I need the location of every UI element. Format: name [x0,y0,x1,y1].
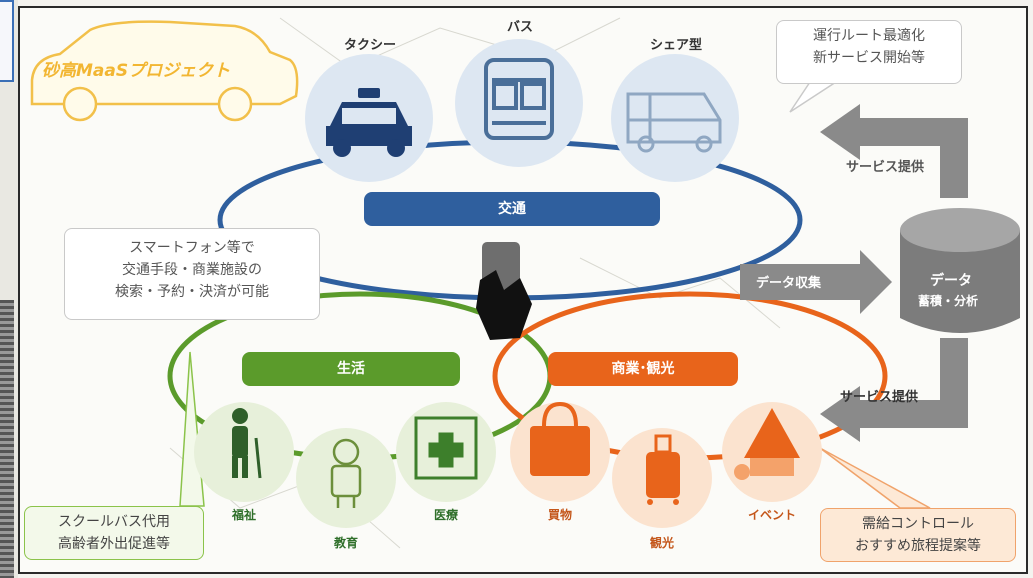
hand-icon [476,270,532,340]
right-note-line: 需給コントロール [862,516,974,532]
event-label: イベント [747,508,796,522]
medical-label: 医療 [433,508,458,522]
database-title: データ [930,273,972,289]
right-note-line: おすすめ旅程提案等 [855,538,981,554]
left-edge-photo [0,300,14,578]
right-arrow-icon [860,250,892,314]
car-wheel-icon [62,86,98,122]
smartphone-note: スマートフォン等で 交通手段・商業施設の 検索・予約・決済が可能 [64,228,320,320]
bus-label: バス [506,20,533,35]
bubble-tail [819,447,931,509]
left-note-line: スクールバス代用 [58,514,170,530]
phone-note-line: 交通手段・商業施設の [122,262,262,278]
shared-vehicle-label: シェア型 [649,38,702,53]
service-provision-bottom: サービス提供 [840,390,919,405]
car-wheel-icon [217,86,253,122]
shopping-label: 買物 [547,508,572,522]
diagram-graphics [30,17,1020,549]
suitcase-icon [646,434,680,505]
education-label: 教育 [333,536,358,550]
commerce-bar: 商業･観光 [548,352,738,386]
taxi-icon [326,88,412,157]
phone-note-line: 検索・予約・決済が可能 [115,284,269,300]
transport-bar: 交通 [364,192,660,226]
database-subtitle: 蓄積・分析 [918,294,979,308]
right-note: 需給コントロール おすすめ旅程提案等 [820,508,1016,562]
taxi-label: タクシー [343,38,396,53]
welfare-label: 福祉 [231,508,256,522]
smartphone-icon [476,242,532,340]
bubble-tail [789,81,839,113]
top-note-line: 新サービス開始等 [813,50,925,66]
top-right-note: 運行ルート最適化 新サービス開始等 [776,20,962,84]
car-logo-icon [30,20,299,106]
child-student-icon [330,438,362,508]
left-margin [0,0,18,578]
top-note-line: 運行ルート最適化 [813,28,925,44]
data-collection-label: データ収集 [756,276,822,291]
shopping-bag-icon [530,401,590,476]
project-logo-text: 砂高MaaSプロジェクト [42,61,231,81]
elderly-icon [232,408,262,479]
arrow-shaft [860,118,968,146]
van-icon [626,92,722,153]
bus-icon [484,58,554,140]
left-note: スクールバス代用 高齢者外出促進等 [24,506,204,560]
left-arrow-icon [820,386,860,442]
life-bar: 生活 [242,352,460,386]
maas-diagram: 砂高MaaSプロジェクト タクシー バス シェア型 運行ルート最適化 新サービス… [18,6,1028,574]
database-icon [900,208,1020,333]
arrow-shaft [860,400,968,428]
service-provision-top: サービス提供 [846,160,925,175]
phone-note-line: スマートフォン等で [129,240,255,256]
left-note-line: 高齢者外出促進等 [58,536,170,552]
event-tent-icon [734,408,800,480]
left-arrow-icon [820,104,860,160]
education-circle [296,428,396,528]
hospital-icon [414,416,478,480]
arrow-shaft [740,264,860,300]
tourism-label: 観光 [649,536,674,550]
left-edge-tab [0,0,14,82]
